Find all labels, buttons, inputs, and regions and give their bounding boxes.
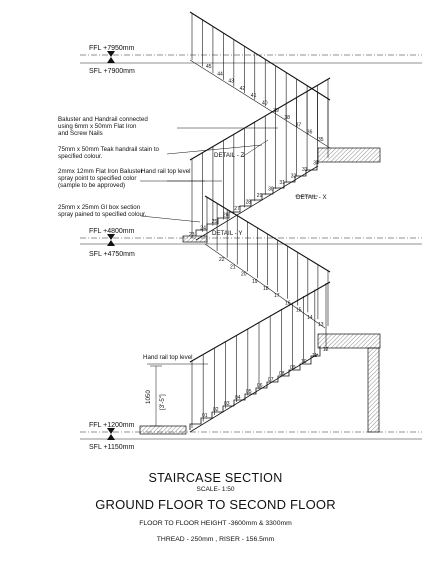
leader-lines <box>140 127 318 365</box>
scale-label: SCALE- 1:50 <box>196 486 235 493</box>
level-sfl-bottom: SFL +1150mm <box>89 444 134 451</box>
step-number: 20 <box>241 272 247 278</box>
floors-title: GROUND FLOOR TO SECOND FLOOR <box>95 497 336 512</box>
step-number: 17 <box>274 293 280 299</box>
step-number: 34 <box>313 161 319 167</box>
step-number: 10 <box>301 359 307 365</box>
step-number: 30 <box>268 187 274 193</box>
step-number: 26 <box>223 213 229 219</box>
step-number: 24 <box>200 226 206 232</box>
step-number: 03 <box>224 401 230 407</box>
floor-heights-label: FLOOR TO FLOOR HEIGHT -3600mm & 3300mm <box>139 520 292 527</box>
step-number: 18 <box>263 286 269 292</box>
step-number: 15 <box>296 308 302 314</box>
step-number: 08 <box>279 371 285 377</box>
step-number: 23 <box>189 232 195 238</box>
level-marker-icons <box>107 51 115 440</box>
step-number: 06 <box>257 383 263 389</box>
step-number: 44 <box>217 71 223 77</box>
step-number: 22 <box>219 257 225 263</box>
step-number: 28 <box>246 200 252 206</box>
step-number: 16 <box>285 300 291 306</box>
detail-z-label: DETAIL - Z <box>214 152 244 159</box>
step-number: 45 <box>206 64 212 70</box>
note-teak-handrail: 75mm x 50mm Teak handrail stain to speci… <box>58 146 161 160</box>
step-number: 05 <box>246 389 252 395</box>
step-number: 09 <box>290 365 296 371</box>
step-number: 42 <box>240 86 246 92</box>
step-number: 38 <box>284 115 290 121</box>
level-sfl-mid: SFL +4750mm <box>89 251 135 258</box>
level-sfl-top: SFL +7900mm <box>89 68 135 75</box>
handrails <box>189 11 331 363</box>
detail-x-label: DETAIL - X <box>296 194 327 201</box>
note-flat-iron-baluster: 2mmx 12mm Flat Iron Baluster spray point… <box>58 168 144 189</box>
level-ffl-mid: FFL +4800mm <box>89 228 135 235</box>
step-number: 36 <box>307 130 313 136</box>
thread-riser-label: THREAD - 250mm , RISER - 156.5mm <box>156 536 275 543</box>
step-number: 29 <box>257 193 263 199</box>
dimension-1050-label: 1050 <box>145 390 152 404</box>
upper-flight-lines <box>189 59 331 329</box>
step-number: 13 <box>318 322 324 328</box>
step-number: 11 <box>312 353 317 359</box>
step-number: 33 <box>302 167 308 173</box>
step-number: 32 <box>291 174 297 180</box>
step-number: 40 <box>262 101 268 107</box>
note-gi-box-section: 25mm x 25mm GI box section spray pained … <box>58 204 147 218</box>
note-hand-rail-top-lower: Hand rail top level <box>143 354 193 361</box>
landing-slabs <box>139 147 381 435</box>
step-number: 31 <box>279 180 285 186</box>
step-number: 35 <box>318 137 324 143</box>
level-ffl-bottom: FFL +1200mm <box>89 422 135 429</box>
step-number: 07 <box>268 377 274 383</box>
dimension-imperial-label: [3'-5"] <box>159 394 166 410</box>
dimension-1050 <box>150 365 162 427</box>
note-baluster-connection: Baluster and Handrail connected using 6m… <box>58 116 150 137</box>
baluster-group <box>191 13 329 428</box>
step-number: 37 <box>296 122 302 128</box>
step-number: 12 <box>323 347 329 353</box>
step-number: 04 <box>235 395 241 401</box>
level-lines <box>80 54 422 440</box>
note-hand-rail-top-upper: Hand rail top level <box>141 168 191 175</box>
detail-y-label: DETAIL - Y <box>212 230 243 237</box>
step-number-group: 01 02 03 04 05 06 07 08 09 10 11 12 13 14 15 16 17 18 19 20… <box>189 64 329 419</box>
section-title: STAIRCASE SECTION <box>148 471 283 485</box>
step-number: 02 <box>213 407 219 413</box>
step-number: 41 <box>251 93 257 99</box>
step-number: 21 <box>230 264 236 270</box>
step-number: 19 <box>252 279 258 285</box>
step-number: 43 <box>228 79 234 85</box>
step-number: 25 <box>212 219 218 225</box>
step-number: 27 <box>234 206 240 212</box>
level-ffl-top: FFL +7950mm <box>89 45 135 52</box>
step-number: 14 <box>307 315 313 321</box>
step-number: 01 <box>202 413 208 419</box>
step-number: 39 <box>273 108 279 114</box>
